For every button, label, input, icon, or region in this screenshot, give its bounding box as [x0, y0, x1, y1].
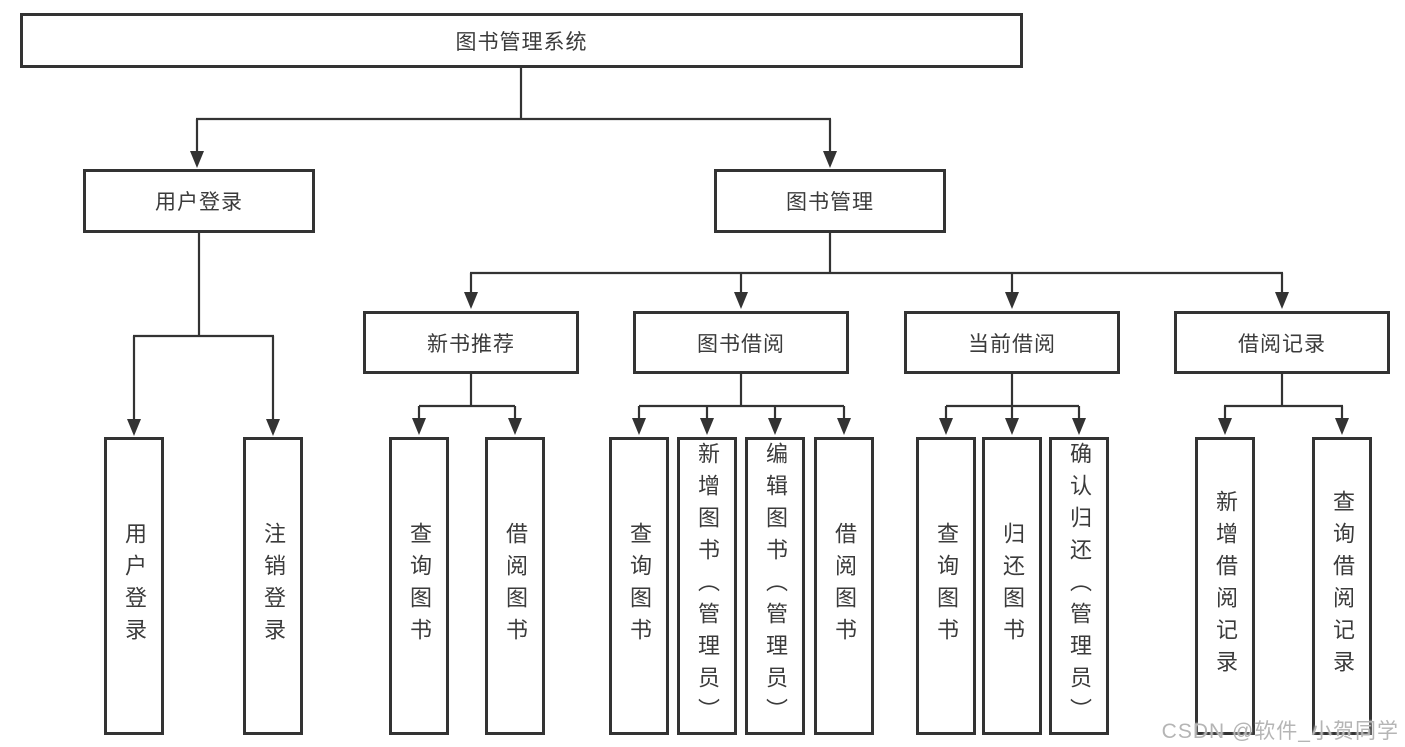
node-leaf-confirm-return-admin: 确认归还（管理员） — [1049, 437, 1109, 735]
node-new-book-recommend: 新书推荐 — [363, 311, 579, 374]
node-leaf-add-borrow-record: 新增借阅记录 — [1195, 437, 1255, 735]
edge-user-login-lines — [132, 233, 275, 421]
node-label: 当前借阅 — [968, 332, 1056, 356]
node-label: 借阅图书 — [503, 522, 528, 650]
node-label: 新书推荐 — [427, 332, 515, 356]
edge-root-to-level2-lines — [195, 68, 832, 152]
node-leaf-logout: 注销登录 — [243, 437, 303, 735]
edge-book-borrowing-lines — [637, 374, 846, 421]
node-label: 图书管理 — [786, 191, 874, 214]
node-label: 确认归还（管理员） — [1067, 442, 1092, 730]
edge-new-book-recommend-lines — [417, 374, 517, 421]
edge-new-book-recommend-arrowheads — [412, 418, 522, 435]
watermark: CSDN @软件_小贺同学 — [1161, 720, 1399, 743]
node-library-management-system: 图书管理系统 — [20, 13, 1023, 68]
edge-root-to-level2-arrowheads — [190, 151, 837, 168]
node-label: 查询图书 — [407, 522, 432, 650]
node-label: 用户登录 — [122, 522, 147, 650]
node-borrowing-records: 借阅记录 — [1174, 311, 1390, 374]
node-leaf-query-books-recommend: 查询图书 — [389, 437, 449, 735]
edge-user-login-arrowheads — [127, 419, 280, 436]
node-user-login: 用户登录 — [83, 169, 315, 233]
node-label: 注销登录 — [261, 522, 286, 650]
edge-borrowing-records-arrowheads — [1218, 418, 1349, 435]
node-label: 借阅图书 — [832, 522, 857, 650]
node-label: 归还图书 — [1000, 522, 1025, 650]
node-book-borrowing: 图书借阅 — [633, 311, 849, 374]
node-leaf-edit-books-admin: 编辑图书（管理员） — [745, 437, 805, 735]
node-label: 查询图书 — [934, 522, 959, 650]
node-label: 查询借阅记录 — [1330, 490, 1355, 682]
node-leaf-user-login: 用户登录 — [104, 437, 164, 735]
edge-current-borrowing-arrowheads — [939, 418, 1086, 435]
node-label: 用户登录 — [155, 191, 243, 214]
node-leaf-query-books-borrowing: 查询图书 — [609, 437, 669, 735]
node-leaf-borrow-books: 借阅图书 — [814, 437, 874, 735]
node-label: 新增图书（管理员） — [695, 442, 720, 730]
node-leaf-query-books-current: 查询图书 — [916, 437, 976, 735]
node-label: 新增借阅记录 — [1213, 490, 1238, 682]
node-label: 图书管理系统 — [455, 30, 588, 54]
edge-borrowing-records-lines — [1223, 374, 1344, 421]
node-label: 查询图书 — [627, 522, 652, 650]
node-leaf-borrow-books-recommend: 借阅图书 — [485, 437, 545, 735]
edge-book-management-lines — [469, 233, 1284, 294]
edge-book-borrowing-arrowheads — [632, 418, 851, 435]
node-label: 图书借阅 — [697, 332, 785, 356]
node-book-management: 图书管理 — [714, 169, 946, 233]
node-leaf-return-books: 归还图书 — [982, 437, 1042, 735]
node-leaf-query-borrow-record: 查询借阅记录 — [1312, 437, 1372, 735]
node-label: 编辑图书（管理员） — [763, 442, 788, 730]
edge-current-borrowing-lines — [944, 374, 1081, 421]
node-leaf-add-books-admin: 新增图书（管理员） — [677, 437, 737, 735]
node-label: 借阅记录 — [1238, 332, 1326, 356]
edge-book-management-arrowheads — [464, 292, 1289, 309]
node-current-borrowing: 当前借阅 — [904, 311, 1120, 374]
